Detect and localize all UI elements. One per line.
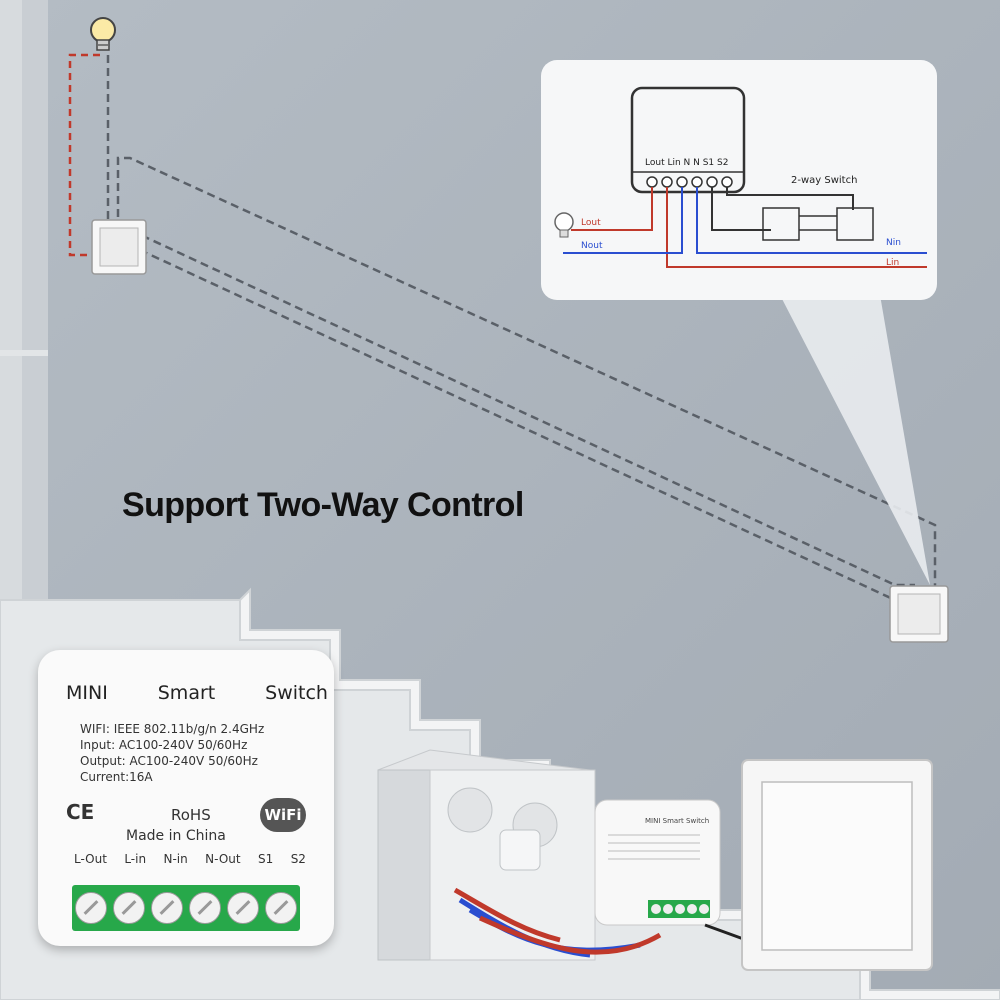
switch-label: 2-way Switch	[791, 175, 858, 186]
wiring-diagram	[554, 86, 927, 268]
lin-label: Lin	[886, 258, 900, 268]
wiring-diagram-callout: Lout Lin N N S1 S2 2-way Switch Lout Nou…	[541, 60, 937, 300]
terminal-label: L-Out	[74, 852, 107, 866]
screw-terminal	[151, 892, 183, 924]
screw-terminal	[189, 892, 221, 924]
lout-label: Lout	[581, 218, 601, 228]
screw-terminal	[265, 892, 297, 924]
module-title-word: Smart	[157, 682, 216, 704]
spec-input: Input: AC100-240V 50/60Hz	[80, 738, 248, 752]
ce-mark-icon: CE	[66, 800, 95, 824]
terminal-label: S2	[290, 852, 306, 866]
screw-terminal	[113, 892, 145, 924]
light-bulb-icon	[90, 17, 116, 51]
callout-pointer	[780, 295, 930, 585]
terminal-labels: L-Out L-in N-in N-Out S1 S2	[74, 852, 306, 866]
spec-current: Current:16A	[80, 770, 153, 784]
terminal-label: S1	[258, 852, 274, 866]
terminal-label: N-Out	[205, 852, 241, 866]
rohs-mark: RoHS	[171, 806, 211, 824]
terminal-header: Lout Lin N N S1 S2	[645, 158, 729, 168]
module-title-word: Switch	[265, 682, 328, 704]
smart-switch-module: MINI Smart Switch WIFI: IEEE 802.11b/g/n…	[38, 650, 334, 946]
nin-label: Nin	[886, 238, 901, 248]
wall-switch-photo	[741, 759, 933, 971]
screw-terminal	[227, 892, 259, 924]
wall-switch-icon-2	[889, 585, 949, 643]
svg-text:MINI Smart Switch: MINI Smart Switch	[645, 817, 709, 825]
junction-box-photo	[377, 749, 662, 961]
module-title: MINI Smart Switch	[66, 682, 328, 704]
nout-label: Nout	[581, 241, 603, 251]
wifi-icon: WiFi	[260, 798, 306, 832]
terminal-label: N-in	[163, 852, 188, 866]
made-in-label: Made in China	[126, 828, 226, 844]
wall-switch-icon	[91, 219, 147, 275]
spec-wifi: WIFI: IEEE 802.11b/g/n 2.4GHz	[80, 722, 265, 736]
light-bulb-icon	[554, 212, 574, 238]
module-title-word: MINI	[66, 682, 108, 704]
spec-output: Output: AC100-240V 50/60Hz	[80, 754, 258, 768]
small-module-photo: MINI Smart Switch	[594, 799, 761, 947]
terminal-block	[72, 885, 300, 931]
headline: Support Two-Way Control	[122, 486, 524, 524]
terminal-label: L-in	[124, 852, 147, 866]
screw-terminal	[75, 892, 107, 924]
